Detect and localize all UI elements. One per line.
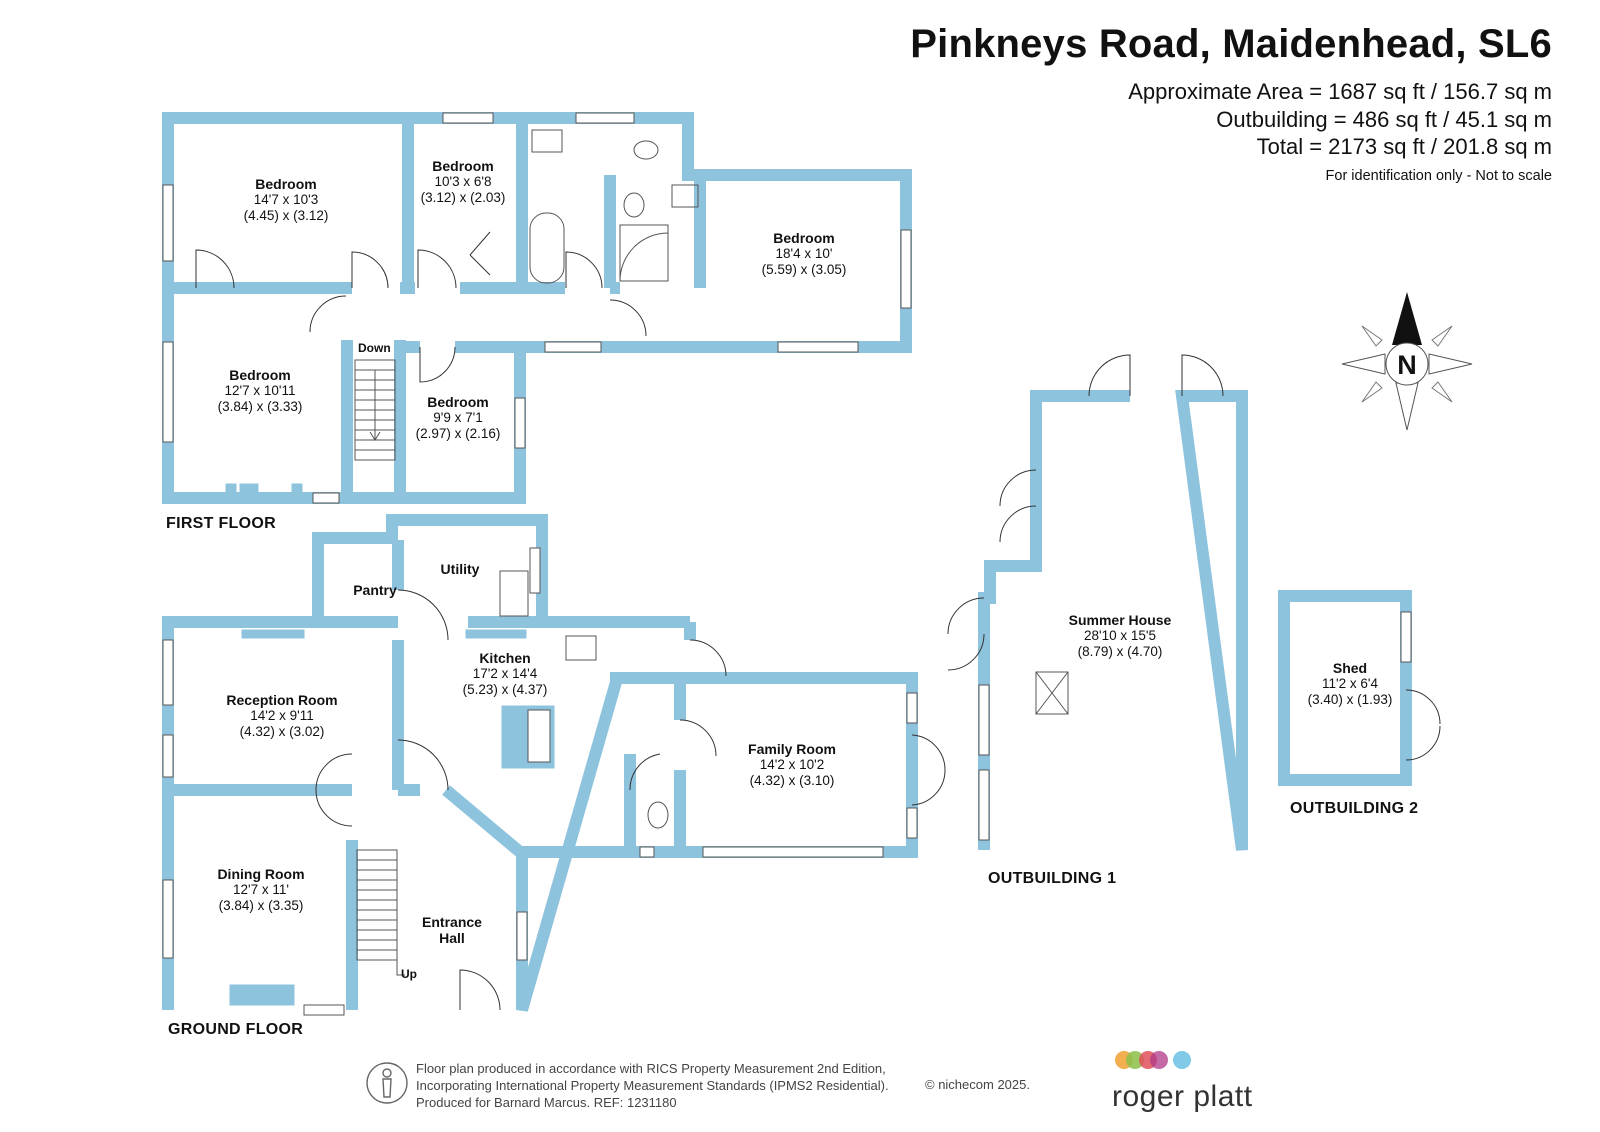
north-arrow-icon — [1392, 292, 1422, 345]
scale-note: For identification only - Not to scale — [1325, 168, 1552, 184]
brand-logo-dots — [1115, 1051, 1191, 1069]
footer-line-2: Incorporating International Property Mea… — [416, 1078, 889, 1093]
outbuilding-area: Outbuilding = 486 sq ft / 45.1 sq m — [1216, 107, 1552, 132]
property-title: Pinkneys Road, Maidenhead, SL6 — [910, 22, 1552, 66]
basin-2 — [671, 184, 699, 208]
first-floor-outer-wall — [162, 112, 912, 504]
toilet-1 — [633, 140, 659, 160]
footer-line-1: Floor plan produced in accordance with R… — [416, 1061, 886, 1076]
compass-letter: N — [1397, 350, 1417, 380]
person-icon — [366, 1062, 408, 1104]
kitchen-sink — [527, 709, 551, 763]
hob — [565, 635, 597, 661]
room-label-utility: Utility — [440, 561, 480, 577]
fixtures — [225, 129, 1069, 1006]
outbuilding-2-wall — [1278, 590, 1412, 786]
footer-line-3: Produced for Barnard Marcus. REF: 123118… — [416, 1095, 677, 1110]
first-floor-label: FIRST FLOOR — [166, 515, 276, 532]
stairs-down-label: Down — [358, 341, 391, 355]
total-area: Total = 2173 sq ft / 201.8 sq m — [1256, 134, 1552, 159]
skylight — [1035, 671, 1069, 715]
compass: N — [1341, 292, 1473, 431]
ground-floor-outer-wall — [162, 514, 918, 1012]
stairs-up-label: Up — [401, 967, 417, 981]
footer-disclaimer: Floor plan produced in accordance with R… — [416, 1060, 889, 1111]
windows — [162, 112, 1412, 1016]
approx-area: Approximate Area = 1687 sq ft / 156.7 sq… — [1128, 79, 1552, 104]
utility-sink — [499, 570, 529, 617]
basin-1 — [531, 129, 563, 153]
stairs — [354, 359, 405, 976]
toilet-3 — [647, 801, 669, 829]
shower-tray — [619, 224, 669, 282]
ground-floor-label: GROUND FLOOR — [168, 1021, 304, 1038]
outbuilding-2-label: OUTBUILDING 2 — [1290, 800, 1419, 817]
copyright: © nichecom 2025. — [925, 1077, 1030, 1092]
toilet-2 — [623, 192, 645, 218]
bath-tub — [529, 212, 565, 284]
brand-name: roger platt — [1112, 1080, 1253, 1113]
room-label-pantry: Pantry — [353, 582, 397, 598]
door-swings — [195, 231, 1441, 1011]
first-floor-inner-walls — [162, 118, 706, 498]
ground-floor-inner-walls — [168, 540, 686, 1010]
outbuilding-1-label: OUTBUILDING 1 — [988, 870, 1117, 887]
